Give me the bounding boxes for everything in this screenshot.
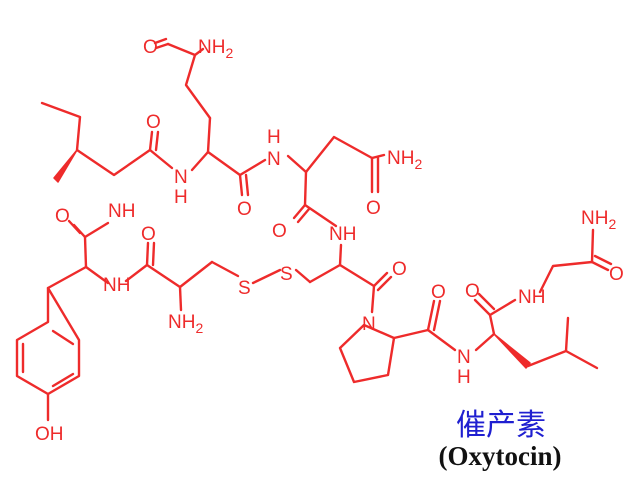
atom-nh-tyr-ile: NH bbox=[108, 201, 135, 222]
atom-o-ile-carbonyl: O bbox=[146, 112, 161, 133]
atom-oh-tyr: OH bbox=[35, 424, 64, 445]
atom-o-cys1-carbonyl: O bbox=[141, 224, 156, 245]
atom-o-gly-amide: O bbox=[609, 264, 624, 285]
atom-o-pro-carbonyl: O bbox=[431, 282, 446, 303]
atom-n-pro-leu: N bbox=[457, 347, 471, 368]
caption-chinese-name: 催产素 bbox=[456, 408, 546, 443]
atom-labels: O NH2 O N H H N NH2 O O NH O O NH O NH S… bbox=[35, 37, 624, 445]
atom-nh2-cys1: NH2 bbox=[168, 312, 203, 336]
atom-nh2-gly: NH2 bbox=[581, 208, 616, 232]
atom-n-ile-gln: N bbox=[174, 167, 188, 188]
atom-s-cys1: S bbox=[238, 278, 251, 299]
molecule-bonds bbox=[15, 37, 613, 422]
atom-o-leu-carbonyl: O bbox=[465, 281, 480, 302]
atom-o-tyr-carbonyl: O bbox=[55, 206, 70, 227]
atom-nh-cys1-tyr: NH bbox=[103, 275, 130, 296]
atom-o-asn-carbonyl: O bbox=[272, 221, 287, 242]
atom-o-gln-carbonyl: O bbox=[237, 199, 252, 220]
atom-nh-asn-cys: NH bbox=[329, 224, 356, 245]
caption-english-name: (Oxytocin) bbox=[438, 441, 562, 471]
atom-h-gln-asn: H bbox=[267, 127, 281, 148]
atom-o-cys6-carbonyl: O bbox=[392, 259, 407, 280]
atom-n-proline: N bbox=[362, 314, 376, 335]
atom-nh2-gln: NH2 bbox=[198, 37, 233, 61]
atom-h-pro-leu: H bbox=[457, 367, 471, 388]
atom-nh2-asn: NH2 bbox=[387, 148, 422, 172]
atom-h-ile-gln: H bbox=[174, 187, 188, 208]
atom-o-asn-amide: O bbox=[366, 198, 381, 219]
atom-nh-leu-gly: NH bbox=[518, 287, 545, 308]
atom-o-gln-amide: O bbox=[143, 37, 158, 58]
atom-s-cys6: S bbox=[280, 264, 293, 285]
atom-n-gln-asn: N bbox=[267, 149, 281, 170]
